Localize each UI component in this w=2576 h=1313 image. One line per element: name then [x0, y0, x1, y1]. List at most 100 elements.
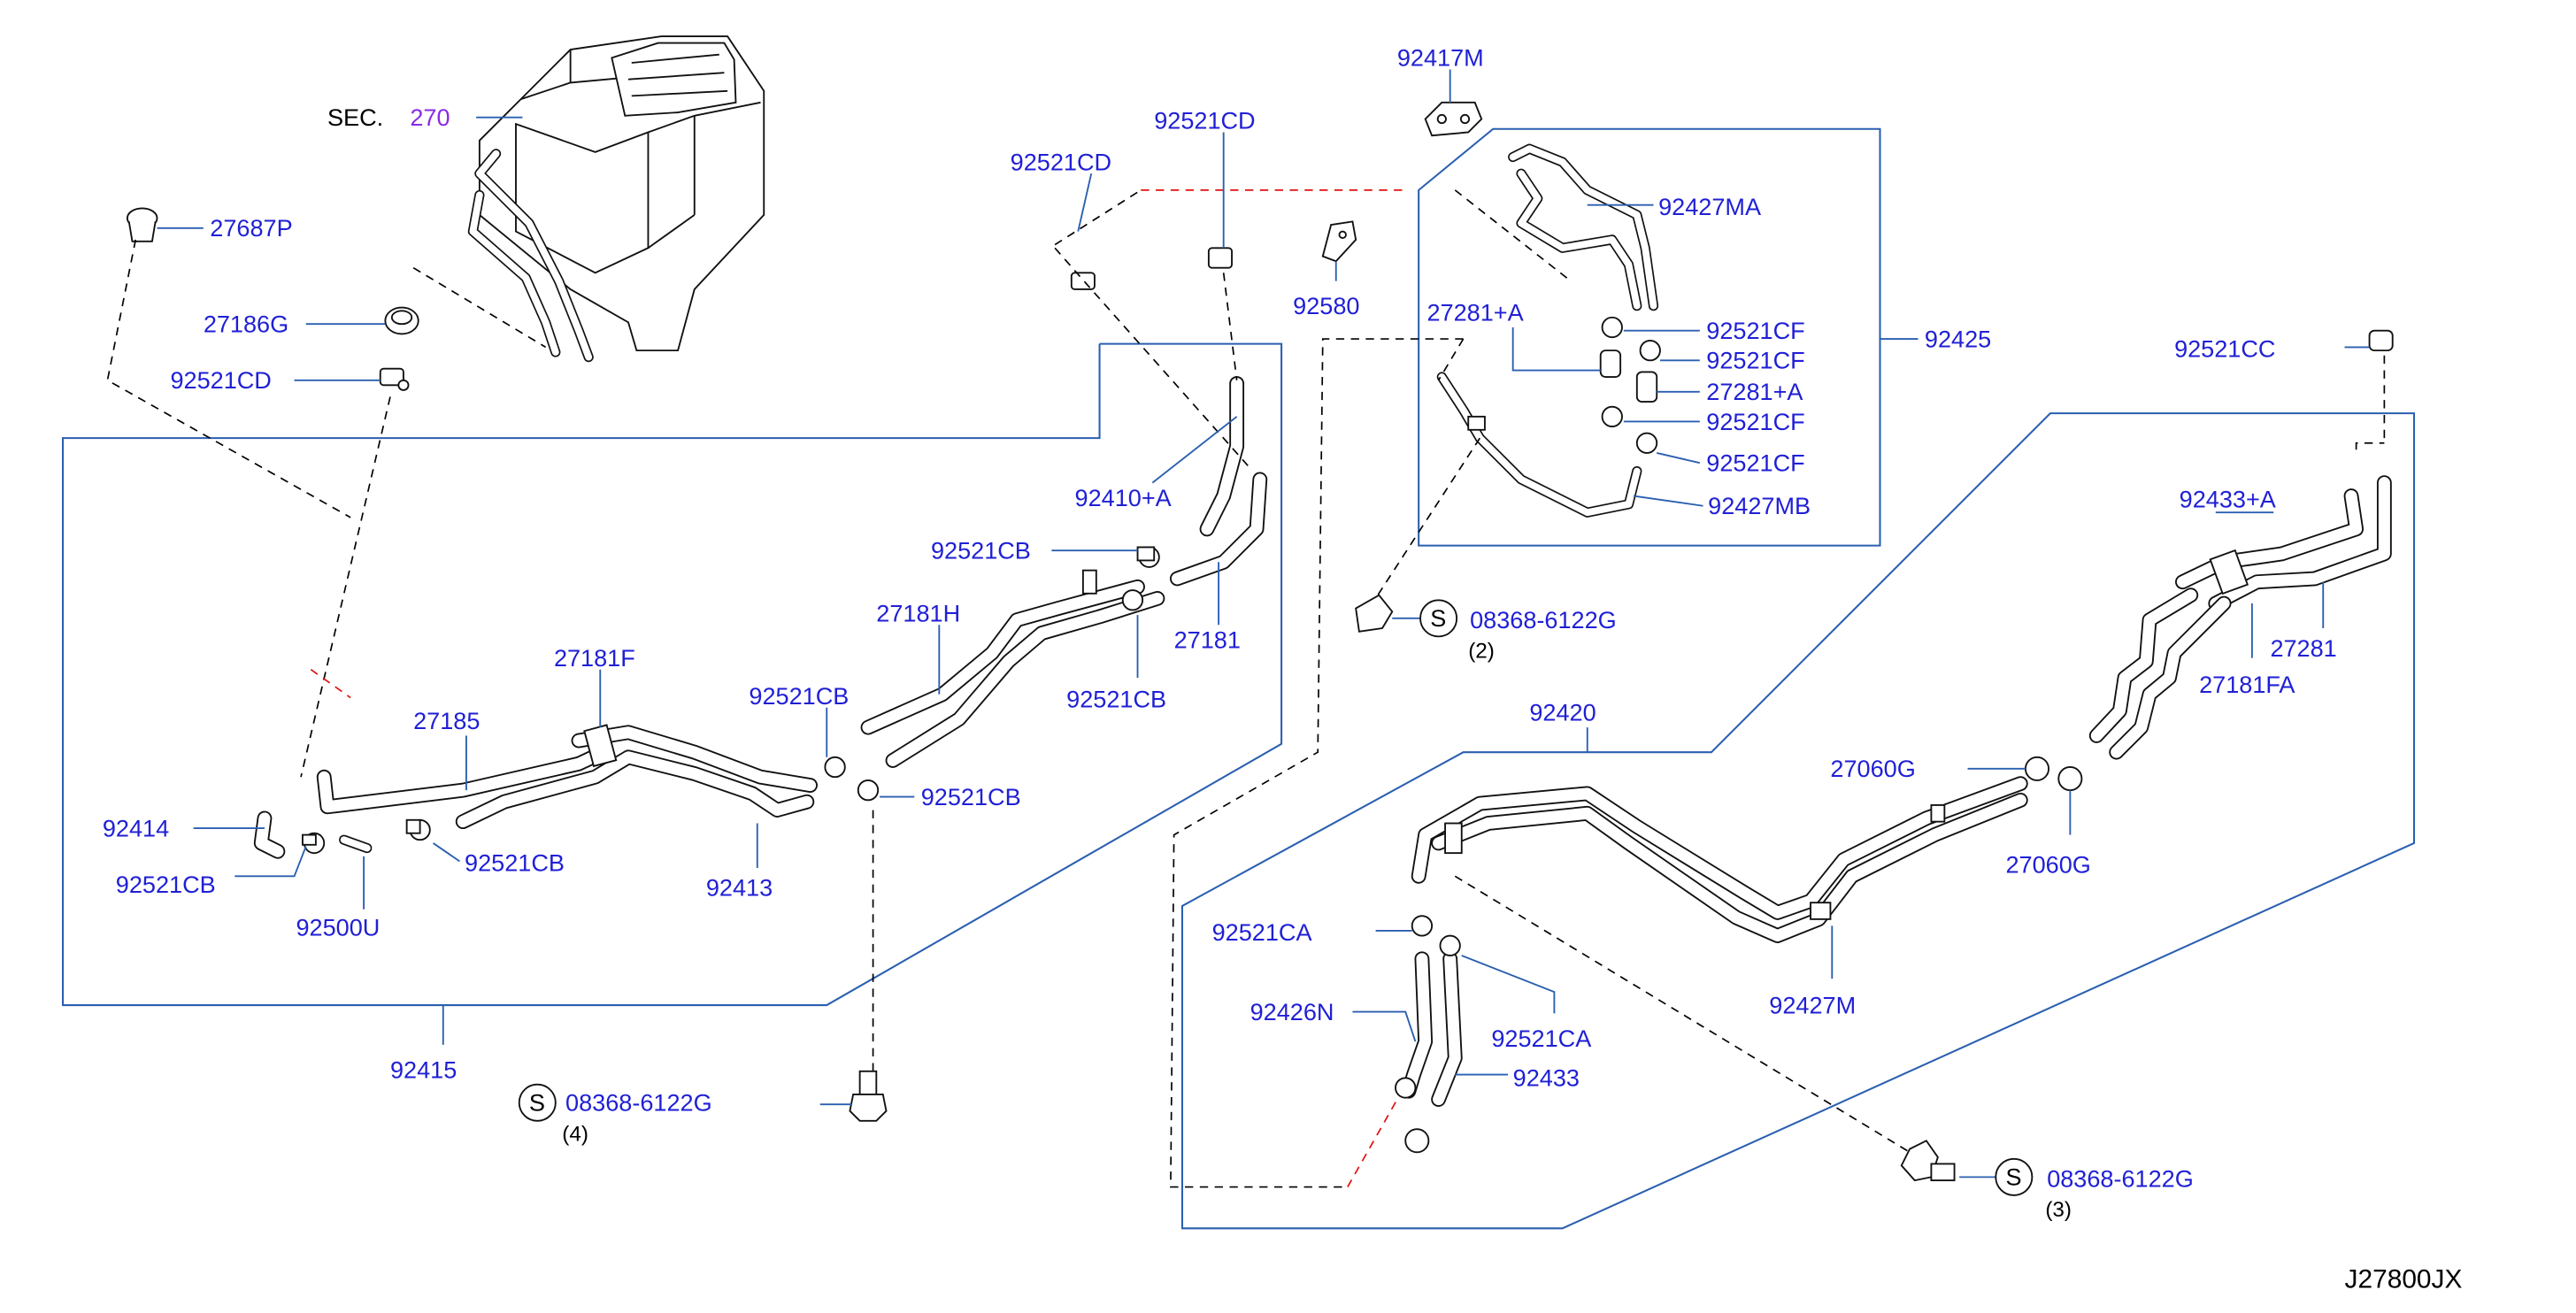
dash-27687P	[106, 239, 351, 518]
bolt-08368-6122G-4	[849, 1070, 888, 1122]
hose-92433	[1431, 951, 1463, 1107]
bolt-symbol-2-text: S	[1430, 604, 1446, 632]
hose-92414	[253, 810, 286, 859]
clamp-27060G-b	[2057, 766, 2083, 792]
label-92426N[interactable]: 92426N	[1250, 998, 1334, 1025]
dash-red-center	[1347, 1099, 1398, 1187]
clamp-92521CB-d	[857, 779, 880, 802]
sec-ref-number[interactable]: 270	[410, 104, 450, 131]
qty-bolt-4: (4)	[562, 1122, 588, 1146]
dash-bolt-2	[1372, 437, 1481, 604]
label-27181H[interactable]: 27181H	[876, 600, 960, 627]
leader-92521CB-e	[235, 846, 307, 878]
pipe-92413	[455, 724, 818, 830]
label-92521CB-f[interactable]: 92521CB	[465, 849, 565, 877]
pipe-92427MB	[1436, 372, 1642, 518]
pipe-27281	[2208, 475, 2392, 611]
label-92521CD-top-a[interactable]: 92521CD	[1011, 148, 1111, 175]
grommet-27687P	[126, 207, 158, 242]
clip-92521CD-top-b	[1207, 247, 1233, 269]
hose-92426N	[1401, 951, 1434, 1099]
clip-92521CD-top-a	[1070, 272, 1096, 290]
dash-92433A	[2355, 442, 2385, 450]
group-frame-92425	[1418, 127, 1881, 547]
qty-bolt-3: (3)	[2045, 1198, 2072, 1222]
clamp-92521CA-c	[1395, 1077, 1417, 1099]
cap-27186G	[384, 306, 419, 335]
label-92521CA-a[interactable]: 92521CA	[1212, 918, 1313, 946]
bracket-92580	[1321, 220, 1357, 263]
clamp-92521CA-a	[1411, 915, 1434, 937]
clamp-92521CB-f	[405, 818, 431, 841]
clamp-92521CF-a	[1601, 316, 1623, 339]
label-92521CA-b[interactable]: 92521CA	[1491, 1025, 1592, 1052]
dash-bracket	[1437, 338, 1465, 381]
label-27687P[interactable]: 27687P	[210, 214, 292, 242]
label-92433A[interactable]: 92433+A	[2180, 486, 2277, 513]
pipe-27185	[316, 744, 611, 815]
dash-92521CD-top-a	[1054, 247, 1250, 467]
label-92500U[interactable]: 92500U	[296, 914, 380, 941]
label-92521CB-a[interactable]: 92521CB	[931, 537, 1031, 564]
label-bolt-3[interactable]: 08368-6122G	[2047, 1165, 2194, 1193]
label-27186G[interactable]: 27186G	[204, 311, 288, 338]
label-92521CB-e[interactable]: 92521CB	[116, 871, 216, 898]
label-92433[interactable]: 92433	[1513, 1064, 1580, 1092]
label-92410A[interactable]: 92410+A	[1075, 484, 1173, 511]
clamp-27060G-a	[2024, 756, 2050, 781]
label-92425[interactable]: 92425	[1925, 325, 1991, 352]
label-27281A-a[interactable]: 27281+A	[1427, 298, 1525, 326]
label-92414[interactable]: 92414	[103, 814, 169, 841]
clamp-92521CA-d	[1404, 1128, 1430, 1154]
label-27181FA[interactable]: 27181FA	[2199, 671, 2295, 698]
label-27060G-a[interactable]: 27060G	[1830, 755, 1915, 782]
label-92521CD-left[interactable]: 92521CD	[170, 366, 271, 394]
dash-92521CD	[300, 396, 391, 778]
label-92417M[interactable]: 92417M	[1397, 44, 1484, 72]
bolt-08368-6122G-2	[1355, 594, 1394, 633]
label-92521CB-c[interactable]: 92521CB	[749, 682, 849, 710]
clamp-92521CB-e	[302, 832, 326, 855]
pipe-92427M	[1411, 776, 2028, 943]
bolt-symbol-2	[1419, 599, 1458, 638]
bolt-symbol-3-text: S	[2005, 1163, 2021, 1191]
clamp-92521CF-c	[1601, 405, 1623, 428]
clamp-92521CF-d	[1635, 432, 1658, 454]
qty-bolt-2: (2)	[1468, 640, 1495, 664]
clamp-92521CA-b	[1439, 934, 1461, 956]
group-frame-92420	[1180, 412, 2416, 1230]
label-27060G-b[interactable]: 27060G	[2005, 851, 2090, 879]
label-92415[interactable]: 92415	[390, 1056, 457, 1083]
label-92521CB-d[interactable]: 92521CB	[921, 783, 1021, 810]
diagram-code: J27800JX	[2345, 1265, 2463, 1294]
label-bolt-2[interactable]: 08368-6122G	[1470, 606, 1617, 633]
label-92521CD-top-b[interactable]: 92521CD	[1154, 107, 1255, 134]
bracket-92417M	[1424, 101, 1483, 137]
bolt-symbol-3	[1995, 1157, 2034, 1196]
group-frame-92415	[61, 342, 1283, 1007]
label-92427M[interactable]: 92427M	[1769, 991, 1856, 1018]
label-27181[interactable]: 27181	[1174, 626, 1241, 653]
label-92521CF-a[interactable]: 92521CF	[1706, 317, 1804, 344]
label-27181F[interactable]: 27181F	[554, 644, 635, 672]
label-92521CF-b[interactable]: 92521CF	[1706, 347, 1804, 374]
pipe-27181	[1169, 472, 1268, 587]
label-bolt-4[interactable]: 08368-6122G	[565, 1089, 712, 1117]
label-27281[interactable]: 27281	[2270, 634, 2336, 662]
label-92521CF-d[interactable]: 92521CF	[1706, 449, 1804, 477]
clip-92521CD-left	[379, 367, 410, 391]
label-92427MA[interactable]: 92427MA	[1658, 193, 1762, 220]
pipe-27181FA	[2088, 549, 2249, 760]
label-92521CF-c[interactable]: 92521CF	[1706, 408, 1804, 435]
clamp-92521CB-c	[824, 756, 846, 779]
label-27281A-b[interactable]: 27281+A	[1706, 378, 1803, 405]
label-92521CB-b[interactable]: 92521CB	[1066, 686, 1166, 713]
label-92521CC[interactable]: 92521CC	[2174, 335, 2275, 363]
label-92420[interactable]: 92420	[1529, 699, 1596, 726]
label-27185[interactable]: 27185	[413, 707, 480, 734]
label-92580[interactable]: 92580	[1293, 292, 1359, 319]
leader-92427MB	[1633, 495, 1703, 507]
dash-red-left	[310, 669, 351, 699]
label-92427MB[interactable]: 92427MB	[1708, 492, 1811, 519]
label-92413[interactable]: 92413	[706, 874, 773, 902]
